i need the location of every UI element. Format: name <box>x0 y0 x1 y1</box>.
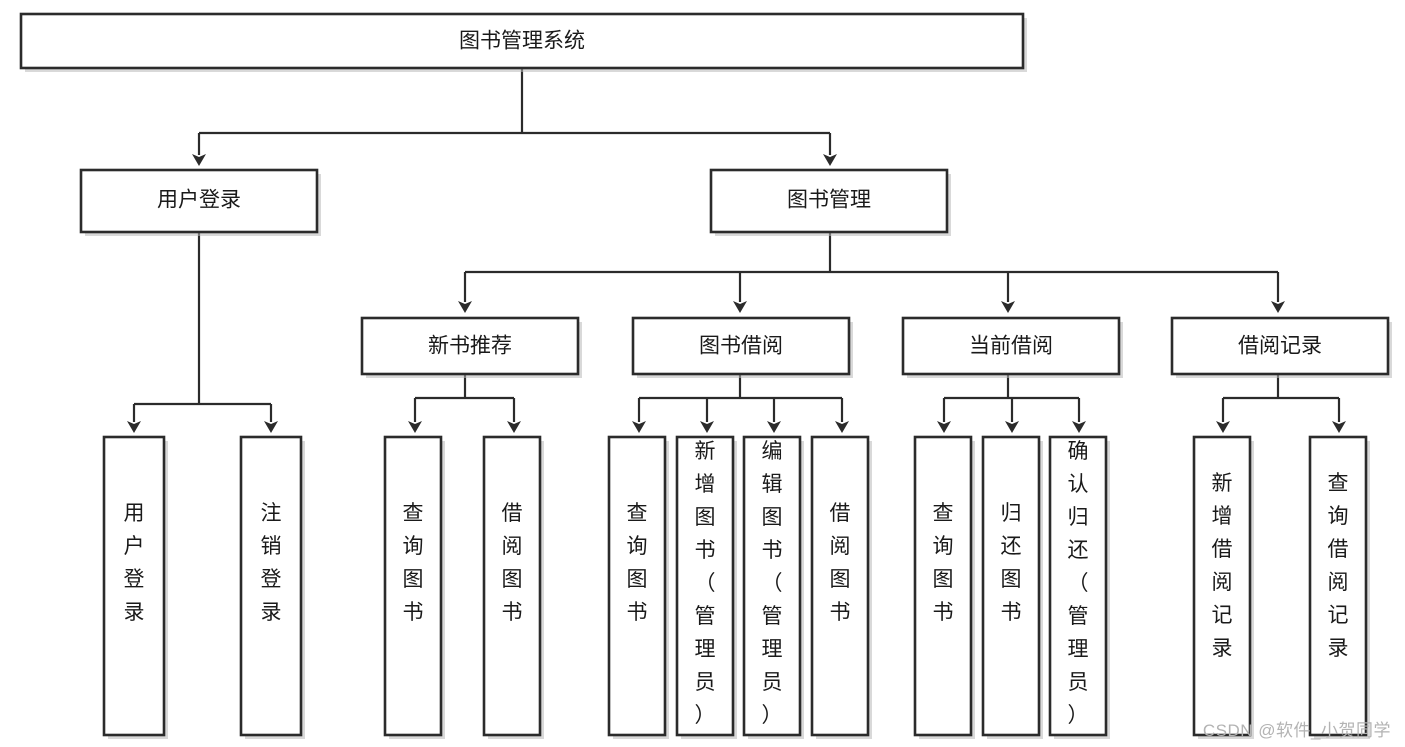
leaf-borrow-book-2-label: 借阅图书 <box>830 502 851 624</box>
leaf-return-book-label: 归还图书 <box>1001 502 1022 624</box>
leaf-query-borrow-record[interactable]: 查询借阅记录 <box>1308 435 1370 739</box>
leaf-add-borrow-record[interactable]: 新增借阅记录 <box>1192 435 1254 739</box>
node-borrow-record-label: 借阅记录 <box>1238 335 1322 358</box>
leaf-borrow-book-1[interactable]: 借阅图书 <box>482 435 544 739</box>
node-current-borrow-label: 当前借阅 <box>969 335 1053 358</box>
leaf-borrow-book-1-label: 借阅图书 <box>502 502 523 624</box>
node-new-book-recommend-label: 新书推荐 <box>428 335 512 358</box>
leaf-edit-book-admin-label: 编辑图书（管理员） <box>762 440 783 727</box>
leaf-logout[interactable]: 注销登录 <box>239 435 305 739</box>
leaf-add-book-admin[interactable]: 新增图书（管理员） <box>675 435 737 739</box>
node-book-management-label: 图书管理 <box>787 189 871 212</box>
leaf-query-book-2-label: 查询图书 <box>627 502 648 624</box>
leaf-confirm-return-admin-label: 确认归还（管理员） <box>1068 440 1089 727</box>
node-root[interactable]: 图书管理系统 <box>19 12 1027 72</box>
leaf-confirm-return-admin[interactable]: 确认归还（管理员） <box>1048 435 1110 739</box>
watermark-text: CSDN @软件_小贺同学 <box>1202 721 1391 740</box>
node-root-label: 图书管理系统 <box>459 30 585 53</box>
node-current-borrow[interactable]: 当前借阅 <box>901 316 1123 378</box>
leaf-nodes: 用户登录 注销登录 查询图书 借阅图书 查询图书 <box>102 435 1370 739</box>
leaf-query-book-1[interactable]: 查询图书 <box>383 435 445 739</box>
leaf-return-book[interactable]: 归还图书 <box>981 435 1043 739</box>
node-user-login-label: 用户登录 <box>157 189 241 212</box>
leaf-query-book-3[interactable]: 查询图书 <box>913 435 975 739</box>
leaf-query-book-1-label: 查询图书 <box>403 502 424 624</box>
connectors <box>127 68 1346 433</box>
leaf-query-borrow-record-label: 查询借阅记录 <box>1328 472 1349 660</box>
node-book-borrow-label: 图书借阅 <box>699 335 783 358</box>
leaf-add-borrow-record-label: 新增借阅记录 <box>1212 472 1233 660</box>
leaf-add-book-admin-label: 新增图书（管理员） <box>695 440 716 727</box>
node-user-login[interactable]: 用户登录 <box>79 168 321 236</box>
leaf-borrow-book-2[interactable]: 借阅图书 <box>810 435 872 739</box>
leaf-user-login-label: 用户登录 <box>124 502 145 624</box>
node-book-management[interactable]: 图书管理 <box>709 168 951 236</box>
leaf-logout-label: 注销登录 <box>261 502 282 624</box>
leaf-user-login[interactable]: 用户登录 <box>102 435 168 739</box>
node-book-borrow[interactable]: 图书借阅 <box>631 316 853 378</box>
leaf-query-book-2[interactable]: 查询图书 <box>607 435 669 739</box>
leaf-query-book-3-label: 查询图书 <box>933 502 954 624</box>
node-borrow-record[interactable]: 借阅记录 <box>1170 316 1392 378</box>
leaf-edit-book-admin[interactable]: 编辑图书（管理员） <box>742 435 804 739</box>
node-new-book-recommend[interactable]: 新书推荐 <box>360 316 582 378</box>
